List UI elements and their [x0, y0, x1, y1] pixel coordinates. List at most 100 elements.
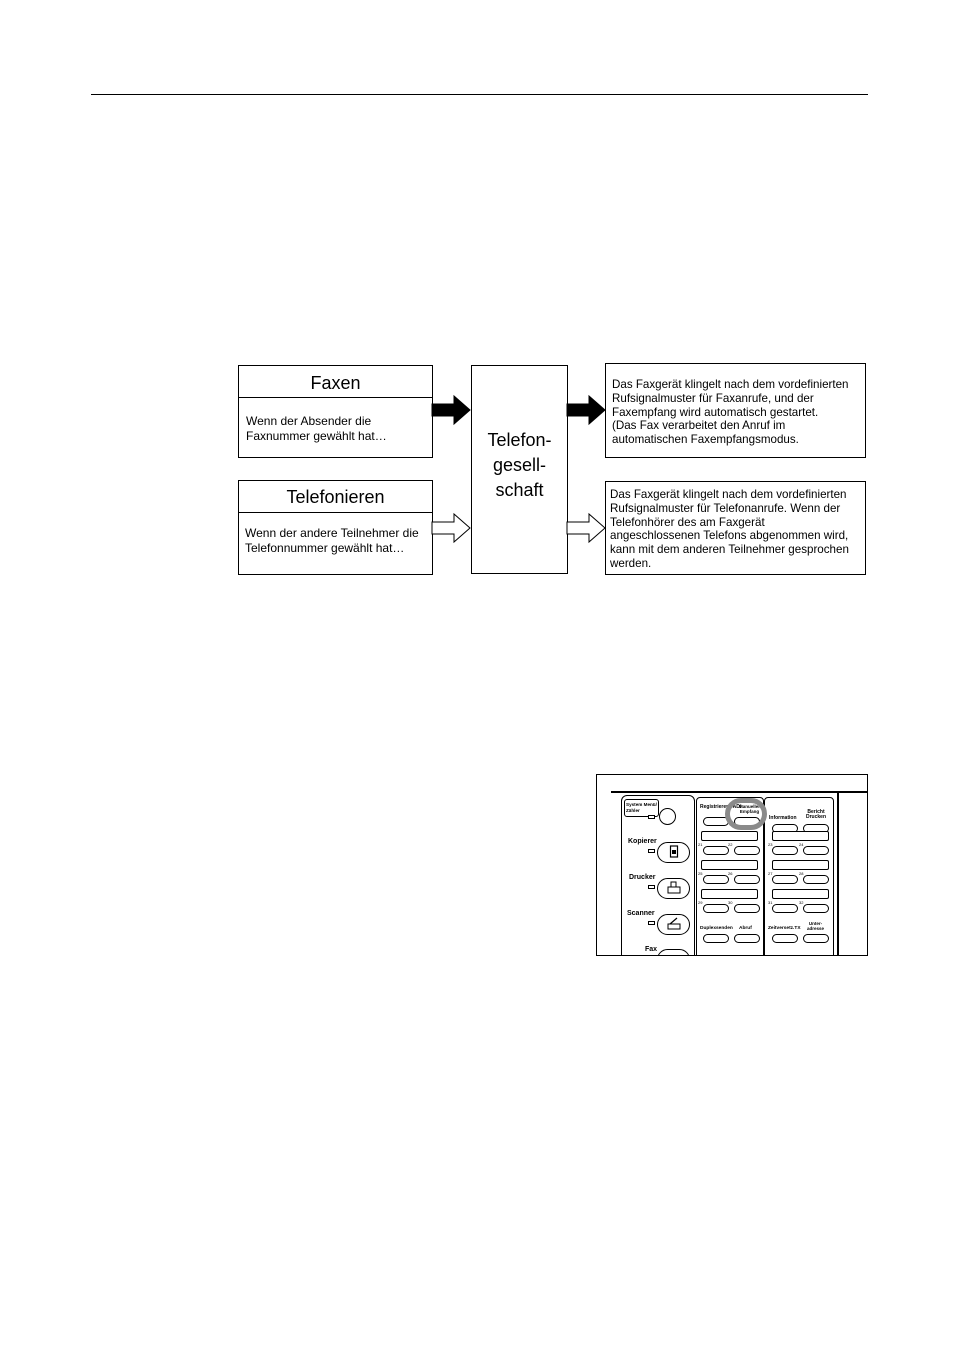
fax-box-line: Wenn der Absender die	[246, 414, 372, 428]
counter-label: Zähler	[626, 808, 640, 813]
scanner-label: Scanner	[627, 910, 655, 917]
key-number-26: 26	[728, 871, 733, 876]
phone-result-box: Das Faxgerät klingelt nach dem vordefini…	[605, 481, 866, 575]
fax-result-line: Das Faxgerät klingelt nach dem vordefini…	[612, 378, 849, 391]
manual-receive-highlight	[725, 798, 767, 830]
system-menu-label-box	[624, 799, 659, 817]
phone-box: Telefonieren Wenn der andere Teilnehmer …	[238, 480, 433, 575]
telephone-company-line: schaft	[495, 480, 544, 500]
sub-address-line: Unter-	[808, 921, 823, 926]
duplex-send-label: Duplexsenden	[700, 926, 733, 931]
one-touch-label-strip	[701, 831, 758, 841]
one-touch-key-32[interactable]	[803, 904, 829, 913]
fax-label: Fax	[645, 946, 658, 953]
fax-result-box: Das Faxgerät klingelt nach dem vordefini…	[605, 363, 866, 458]
key-number-21: 21	[698, 842, 703, 847]
key-number-23: 23	[768, 842, 773, 847]
control-panel-illustration: System Menü/ Zähler Kopierer Drucker Sca…	[596, 774, 868, 956]
sub-address-line: adresse	[807, 926, 825, 931]
panel-top-line	[611, 791, 867, 793]
scanner-led	[648, 921, 655, 925]
delayed-tx-label: Zeitversetz.TX	[768, 926, 801, 931]
copier-led	[648, 849, 655, 853]
phone-result-line: Rufsignalmuster für Telefonanrufe. Wenn …	[610, 501, 841, 515]
duplex-send-key[interactable]	[703, 934, 729, 943]
information-key-label: Information	[769, 815, 797, 821]
sub-address-key[interactable]	[803, 934, 829, 943]
function-column-frame	[696, 797, 764, 955]
report-print-line: Drucken	[806, 814, 827, 820]
poll-key[interactable]	[734, 934, 760, 943]
one-touch-key-29[interactable]	[703, 904, 729, 913]
fax-input-arrow	[431, 394, 471, 426]
system-menu-label: System Menü/	[626, 802, 657, 807]
phone-box-line: Wenn der andere Teilnehmer die	[245, 526, 419, 540]
telephone-company-box: Telefon- gesell- schaft	[471, 365, 568, 574]
key-number-28: 28	[799, 871, 804, 876]
one-touch-key-26[interactable]	[734, 875, 760, 884]
fax-result-line: Faxempfang wird automatisch gestartet.	[612, 405, 819, 419]
one-touch-key-25[interactable]	[703, 875, 729, 884]
one-touch-key-21[interactable]	[703, 846, 729, 855]
phone-box-line: Telefonnummer gewählt hat…	[245, 541, 405, 555]
function-column-frame-2	[764, 797, 834, 955]
key-number-25: 25	[698, 871, 703, 876]
fax-result-line: Rufsignalmuster für Faxanrufe, und der	[612, 391, 814, 405]
key-number-32: 32	[799, 900, 804, 905]
one-touch-key-30[interactable]	[734, 904, 760, 913]
phone-box-title: Telefonieren	[286, 487, 385, 507]
phone-result-line: Das Faxgerät klingelt nach dem vordefini…	[610, 488, 847, 501]
key-number-24: 24	[799, 842, 804, 847]
telephone-company-line: Telefon-	[487, 430, 552, 450]
report-print-line: Bericht	[807, 809, 825, 815]
fax-box-title: Faxen	[310, 373, 361, 393]
copy-document-icon	[669, 845, 679, 858]
phone-result-line: Telefonhörer des am Faxgerät	[610, 515, 765, 529]
phone-result-line: kann mit dem anderen Teilnehmer gesproch…	[610, 543, 849, 557]
one-touch-key-27[interactable]	[772, 875, 798, 884]
poll-label: Abruf	[739, 926, 752, 931]
copier-label: Kopierer	[628, 838, 657, 845]
one-touch-label-strip	[701, 889, 758, 899]
key-number-22: 22	[728, 842, 733, 847]
system-menu-button[interactable]	[659, 808, 676, 825]
manual-receive-label: Manueller Empfang	[739, 804, 760, 814]
key-number-29: 29	[698, 900, 703, 905]
delayed-tx-key[interactable]	[772, 934, 798, 943]
header-rule	[91, 94, 868, 95]
register-key-label: Registrieren	[700, 804, 730, 810]
phone-box-text: Wenn der andere Teilnehmer die Telefonnu…	[245, 526, 428, 556]
one-touch-label-strip	[772, 889, 829, 899]
one-touch-key-24[interactable]	[803, 846, 829, 855]
one-touch-key-31[interactable]	[772, 904, 798, 913]
phone-input-arrow	[431, 512, 471, 544]
one-touch-key-23[interactable]	[772, 846, 798, 855]
one-touch-label-strip	[772, 860, 829, 870]
phone-result-line: angeschlossenen Telefons abgenommen wird…	[610, 529, 849, 543]
one-touch-key-28[interactable]	[803, 875, 829, 884]
fax-result-line: automatischen Faxempfangsmodus.	[612, 433, 799, 447]
panel-right-edge	[837, 793, 839, 955]
manual-receive-line: Empfang	[739, 809, 760, 814]
phone-box-divider	[239, 512, 432, 513]
fax-box: Faxen Wenn der Absender die Faxnummer ge…	[238, 365, 433, 458]
system-menu-led	[648, 815, 655, 819]
printer-label: Drucker	[629, 874, 656, 881]
phone-result-line: werden.	[610, 556, 652, 570]
report-print-label: Bericht Drucken	[806, 810, 826, 820]
fax-box-line: Faxnummer gewählt hat…	[246, 429, 387, 443]
one-touch-label-strip	[772, 831, 829, 841]
mode-column-frame	[621, 795, 695, 955]
printer-led	[648, 885, 655, 889]
one-touch-key-22[interactable]	[734, 846, 760, 855]
fax-output-arrow	[566, 394, 606, 426]
fax-result-text: Das Faxgerät klingelt nach dem vordefini…	[612, 378, 861, 447]
fax-box-text: Wenn der Absender die Faxnummer gewählt …	[246, 414, 428, 444]
key-number-30: 30	[728, 900, 733, 905]
fax-result-line: (Das Fax verarbeitet den Anruf im	[612, 419, 786, 433]
telephone-company-label: Telefon- gesell- schaft	[472, 428, 567, 503]
fax-button[interactable]	[657, 949, 690, 955]
phone-output-arrow	[566, 512, 606, 544]
fax-reception-diagram: Faxen Wenn der Absender die Faxnummer ge…	[0, 0, 954, 600]
printer-icon	[667, 881, 681, 894]
